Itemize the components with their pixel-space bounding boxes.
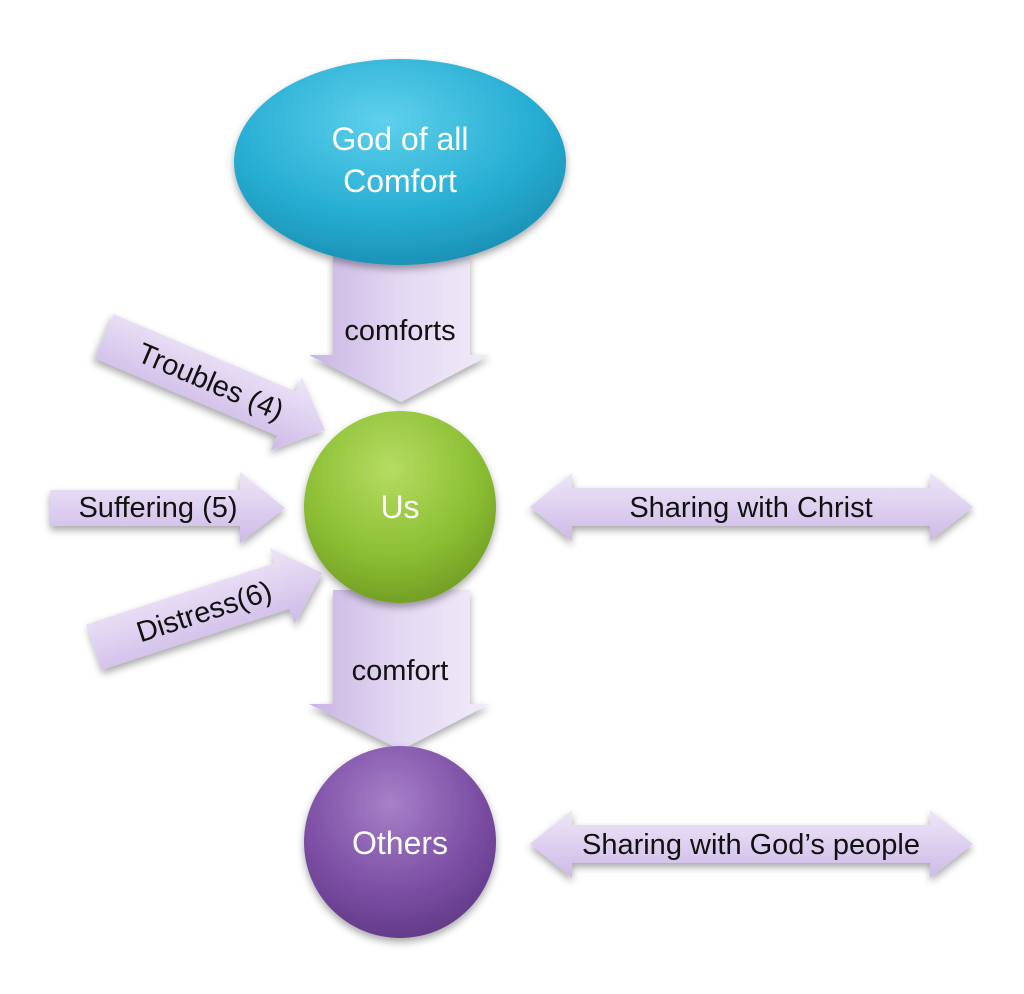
us-node: Us — [304, 411, 496, 603]
suffering-label: Suffering (5) — [78, 492, 237, 524]
comforts-arrow: comforts — [309, 255, 490, 402]
god-node-line1: God of all — [332, 121, 469, 157]
sharing-with-gods-people-label: Sharing with God’s people — [582, 829, 920, 861]
comfort-label: comfort — [352, 655, 449, 687]
others-node: Others — [304, 746, 496, 938]
others-label: Others — [352, 825, 448, 861]
suffering-arrow: Suffering (5) — [50, 472, 285, 543]
sharing-with-gods-people-arrow: Sharing with God’s people — [530, 810, 973, 878]
distress-arrow: Distress(6) — [86, 547, 322, 670]
troubles-arrow: Troubles (4) — [94, 314, 325, 451]
us-label: Us — [380, 489, 419, 525]
god-node-line2: Comfort — [343, 163, 457, 199]
god-of-all-comfort-node: God of all Comfort — [234, 59, 566, 265]
sharing-with-christ-arrow: Sharing with Christ — [530, 473, 973, 541]
sharing-with-christ-label: Sharing with Christ — [629, 492, 872, 524]
comforts-label: comforts — [344, 315, 455, 347]
comfort-arrow: comfort — [309, 590, 490, 750]
